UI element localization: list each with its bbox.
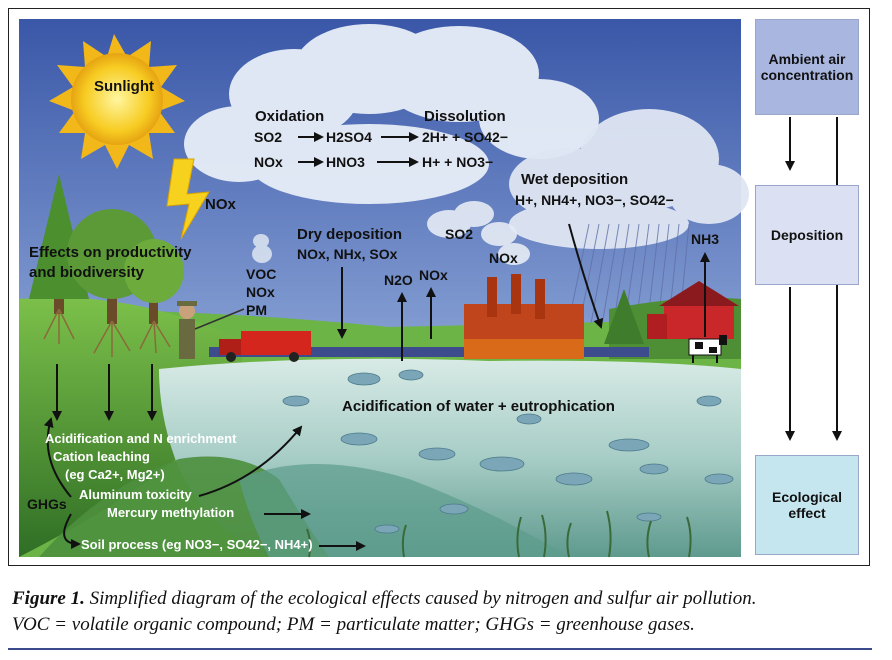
wet-deposition-ions: H+, NH4+, NO3−, SO42− bbox=[515, 192, 674, 208]
cation-example-label: (eg Ca2+, Mg2+) bbox=[65, 467, 165, 482]
deposition-box: Deposition bbox=[755, 185, 859, 285]
wet-deposition-title: Wet deposition bbox=[521, 171, 628, 188]
soil-process-label: Soil process (eg NO3−, SO42−, NH4+) bbox=[81, 537, 313, 552]
figure-caption: Figure 1. Simplified diagram of the ecol… bbox=[12, 586, 872, 638]
truck-smoke bbox=[252, 234, 272, 263]
arrow-ghgs-up bbox=[43, 417, 72, 498]
road bbox=[209, 347, 649, 357]
hno3-label: HNO3 bbox=[326, 154, 365, 170]
effects-line-2: and biodiversity bbox=[29, 264, 145, 281]
dissolution-sulfate: 2H+ + SO42− bbox=[422, 129, 508, 145]
left-hillside bbox=[19, 297, 243, 557]
fisherman bbox=[177, 301, 245, 359]
dissolution-nitrate: H+ + NO3− bbox=[422, 154, 493, 170]
oxidation-title: Oxidation bbox=[255, 108, 324, 125]
arrow-aluminum bbox=[198, 425, 303, 497]
h2so4-label: H2SO4 bbox=[326, 129, 372, 145]
n2o-label: N2O bbox=[384, 272, 413, 288]
dry-deposition-species: NOx, NHx, SOx bbox=[297, 246, 398, 262]
spruce-tree bbox=[604, 289, 644, 344]
pm-label: PM bbox=[246, 302, 267, 318]
lightning-bolt bbox=[166, 158, 210, 240]
figure-frame: Sunlight NOx Oxidation SO2 H2SO4 NOx HNO… bbox=[8, 8, 870, 566]
nh3-label: NH3 bbox=[691, 231, 719, 247]
nox-up-label: NOx bbox=[419, 267, 448, 283]
emission-nox-label: NOx bbox=[246, 284, 275, 300]
mercury-label: Mercury methylation bbox=[107, 505, 234, 520]
fish-group bbox=[282, 369, 734, 534]
lightning-nox-label: NOx bbox=[205, 196, 237, 213]
sunlight-label: Sunlight bbox=[94, 78, 154, 95]
figure-abbreviations: VOC = volatile organic compound; PM = pa… bbox=[12, 614, 695, 635]
sun bbox=[49, 34, 185, 169]
cation-leaching-label: Cation leaching bbox=[53, 449, 150, 464]
arrow-wet-deposition bbox=[568, 223, 604, 329]
forest-trees bbox=[29, 174, 184, 324]
acidification-label: Acidification of water + eutrophication bbox=[342, 398, 615, 415]
dry-deposition-title: Dry deposition bbox=[297, 226, 402, 243]
dissolution-title: Dissolution bbox=[424, 108, 506, 125]
cow bbox=[688, 335, 727, 363]
nox-oxidation-label: NOx bbox=[254, 154, 283, 170]
factory bbox=[464, 274, 584, 359]
voc-label: VOC bbox=[246, 266, 276, 282]
factory-smoke bbox=[427, 201, 530, 265]
acid-n-label: Acidification and N enrichment bbox=[45, 431, 237, 446]
arrow-ghgs-soil bbox=[63, 513, 81, 549]
diagram-illustration: Sunlight NOx Oxidation SO2 H2SO4 NOx HNO… bbox=[19, 19, 842, 558]
aluminum-label: Aluminum toxicity bbox=[79, 487, 192, 502]
reaction-arrows bbox=[298, 132, 419, 167]
farm-barn bbox=[647, 281, 739, 339]
factory-so2-label: SO2 bbox=[445, 226, 473, 242]
seaweed bbox=[306, 510, 692, 558]
so2-label: SO2 bbox=[254, 129, 282, 145]
figure-description: Simplified diagram of the ecological eff… bbox=[89, 588, 757, 609]
cloud-oxidation bbox=[184, 24, 599, 204]
deposition-arrows bbox=[43, 223, 710, 551]
truck bbox=[219, 331, 311, 362]
tree-roots bbox=[43, 308, 171, 357]
ambient-air-box: Ambient air concentration bbox=[755, 19, 859, 115]
factory-nox-label: NOx bbox=[489, 250, 518, 266]
effects-line-1: Effects on productivity bbox=[29, 244, 192, 261]
figure-label: Figure 1. bbox=[12, 588, 85, 609]
lake-bottom bbox=[239, 464, 569, 557]
caption-rule bbox=[8, 648, 872, 650]
ecological-effect-box: Ecological effect bbox=[755, 455, 859, 555]
ghgs-label: GHGs bbox=[27, 496, 67, 512]
